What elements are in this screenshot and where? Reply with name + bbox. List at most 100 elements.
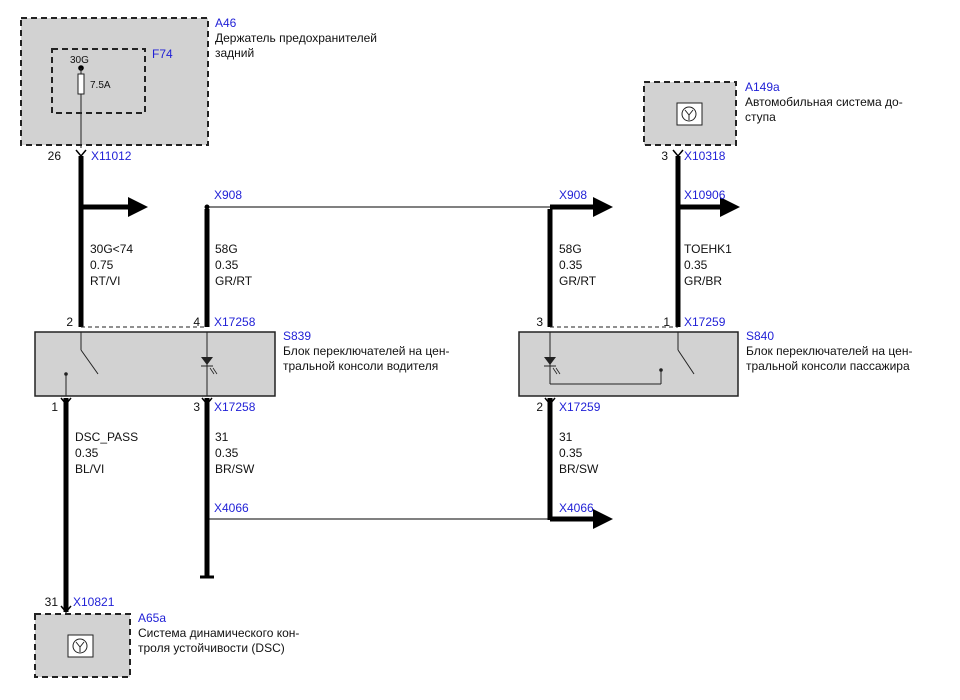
- wire-signal: 30G<74: [90, 242, 133, 256]
- s839-desc-line1: Блок переключателей на цен-: [283, 344, 449, 358]
- a46-desc-line2: задний: [215, 46, 254, 60]
- x17259-bottom-pin: 2: [536, 400, 543, 414]
- wire-color: BR/SW: [215, 462, 255, 476]
- a65a-desc-line2: троля устойчивости (DSC): [138, 641, 285, 655]
- wire-signal: 31: [559, 430, 573, 444]
- component-s839[interactable]: S839 Блок переключателей на цен- трально…: [34, 326, 449, 397]
- x17259-top-pin-a: 3: [536, 315, 543, 329]
- a65a-desc-line1: Система динамического кон-: [138, 626, 299, 640]
- x908-right-label[interactable]: X908: [559, 188, 587, 202]
- control-unit-icon-glyph: [75, 641, 85, 652]
- x4066-right-label[interactable]: X4066: [559, 501, 594, 515]
- s840-desc-line2: тральной консоли пассажира: [746, 359, 910, 373]
- x17259-bottom-pin-mark: [544, 397, 556, 406]
- x17258-top-pin-b: 4: [193, 315, 200, 329]
- x10318-pin-mark: [672, 149, 684, 158]
- component-a46[interactable]: A46 Держатель предохранителей задний: [20, 16, 377, 146]
- wire-gauge: 0.35: [559, 258, 583, 272]
- x10318-label[interactable]: X10318: [684, 149, 726, 163]
- wire-color: GR/RT: [559, 274, 597, 288]
- x10821-pin-mark: [60, 605, 72, 614]
- component-s840[interactable]: S840 Блок переключателей на цен- трально…: [518, 326, 912, 397]
- x11012-pin-mark: [75, 149, 87, 158]
- f74-id: F74: [152, 47, 173, 61]
- wire-color: RT/VI: [90, 274, 120, 288]
- wire-gauge: 0.35: [684, 258, 708, 272]
- x4066-left-splice: [204, 516, 210, 522]
- wire-spec-58g-right: 58G 0.35 GR/RT: [559, 242, 597, 288]
- x17258-bottom-label[interactable]: X17258: [214, 400, 256, 414]
- a46-box: [20, 17, 209, 146]
- s839-desc-line2: тральной консоли водителя: [283, 359, 438, 373]
- wire-spec-58g-left: 58G 0.35 GR/RT: [215, 242, 253, 288]
- wire-spec-toehk1: TOEHK1 0.35 GR/BR: [684, 242, 732, 288]
- x4066-left-label[interactable]: X4066: [214, 501, 249, 515]
- wire-signal: TOEHK1: [684, 242, 732, 256]
- x17258-bottom-pin-b: 3: [193, 400, 200, 414]
- fuse-icon: [77, 73, 85, 95]
- x17258-bottom-pin-a: 1: [51, 400, 58, 414]
- wire-spec-30g: 30G<74 0.75 RT/VI: [90, 242, 133, 288]
- s840-switch-pivot: [659, 368, 663, 372]
- wire-spec-dsc-pass: DSC_PASS 0.35 BL/VI: [75, 430, 138, 476]
- wire-signal: 31: [215, 430, 229, 444]
- x908-left-splice: [204, 204, 210, 210]
- a149a-desc-line1: Автомобильная система до-: [745, 95, 903, 109]
- s839-switch-pivot: [64, 372, 68, 376]
- x17259-top-label[interactable]: X17259: [684, 315, 726, 329]
- component-a65a[interactable]: A65a Система динамического кон- троля ус…: [34, 611, 299, 678]
- fuse-f74[interactable]: F74 30G 7.5A: [51, 47, 173, 148]
- f74-rating: 7.5A: [90, 80, 111, 91]
- wire-color: BR/SW: [559, 462, 599, 476]
- x17258-bottom-pin-b-mark: [201, 397, 213, 406]
- wire-color: BL/VI: [75, 462, 104, 476]
- x10318-pin: 3: [661, 149, 668, 163]
- wire-gauge: 0.35: [215, 258, 239, 272]
- x17258-top-pin-a: 2: [66, 315, 73, 329]
- control-unit-icon-glyph: [684, 109, 694, 120]
- wire-signal: 58G: [215, 242, 238, 256]
- wire-gauge: 0.35: [559, 446, 583, 460]
- x17258-bottom-pin-a-mark: [60, 397, 72, 406]
- wire-color: GR/RT: [215, 274, 253, 288]
- a149a-desc-line2: ступа: [745, 110, 776, 124]
- a65a-id: A65a: [138, 611, 166, 625]
- f74-terminal: 30G: [70, 55, 89, 66]
- x10821-pin: 31: [45, 595, 59, 609]
- x10906-label[interactable]: X10906: [684, 188, 726, 202]
- x17259-top-pin-b: 1: [663, 315, 670, 329]
- led-light-rays-icon: [209, 367, 218, 375]
- wire-gauge: 0.35: [75, 446, 99, 460]
- s839-id: S839: [283, 329, 311, 343]
- s840-id: S840: [746, 329, 774, 343]
- wire-spec-31-left: 31 0.35 BR/SW: [215, 430, 255, 476]
- s839-switch-contact: [80, 349, 99, 375]
- control-unit-icon-circle: [681, 106, 697, 122]
- s840-box: [518, 331, 739, 397]
- wire-gauge: 0.75: [90, 258, 114, 272]
- wire-color: GR/BR: [684, 274, 722, 288]
- wire-signal: DSC_PASS: [75, 430, 138, 444]
- a46-id: A46: [215, 16, 237, 30]
- x908-left-label[interactable]: X908: [214, 188, 242, 202]
- control-unit-icon-circle: [72, 638, 88, 654]
- a149a-id: A149a: [745, 80, 780, 94]
- s840-desc-line1: Блок переключателей на цен-: [746, 344, 912, 358]
- x10821-label[interactable]: X10821: [73, 595, 115, 609]
- x17259-bottom-label[interactable]: X17259: [559, 400, 601, 414]
- component-a149a[interactable]: A149a Автомобильная система до- ступа: [643, 80, 903, 146]
- x11012-label[interactable]: X11012: [91, 149, 132, 163]
- a46-desc-line1: Держатель предохранителей: [215, 31, 377, 45]
- led-icon: [201, 357, 213, 365]
- led-icon: [544, 357, 556, 365]
- wire-signal: 58G: [559, 242, 582, 256]
- wire-spec-31-right: 31 0.35 BR/SW: [559, 430, 599, 476]
- f74-box: [51, 48, 146, 114]
- wire-gauge: 0.35: [215, 446, 239, 460]
- x11012-pin: 26: [48, 149, 62, 163]
- s840-switch-contact: [677, 349, 695, 375]
- x17258-top-label[interactable]: X17258: [214, 315, 256, 329]
- s839-box: [34, 331, 276, 397]
- led-light-rays-icon: [552, 367, 561, 375]
